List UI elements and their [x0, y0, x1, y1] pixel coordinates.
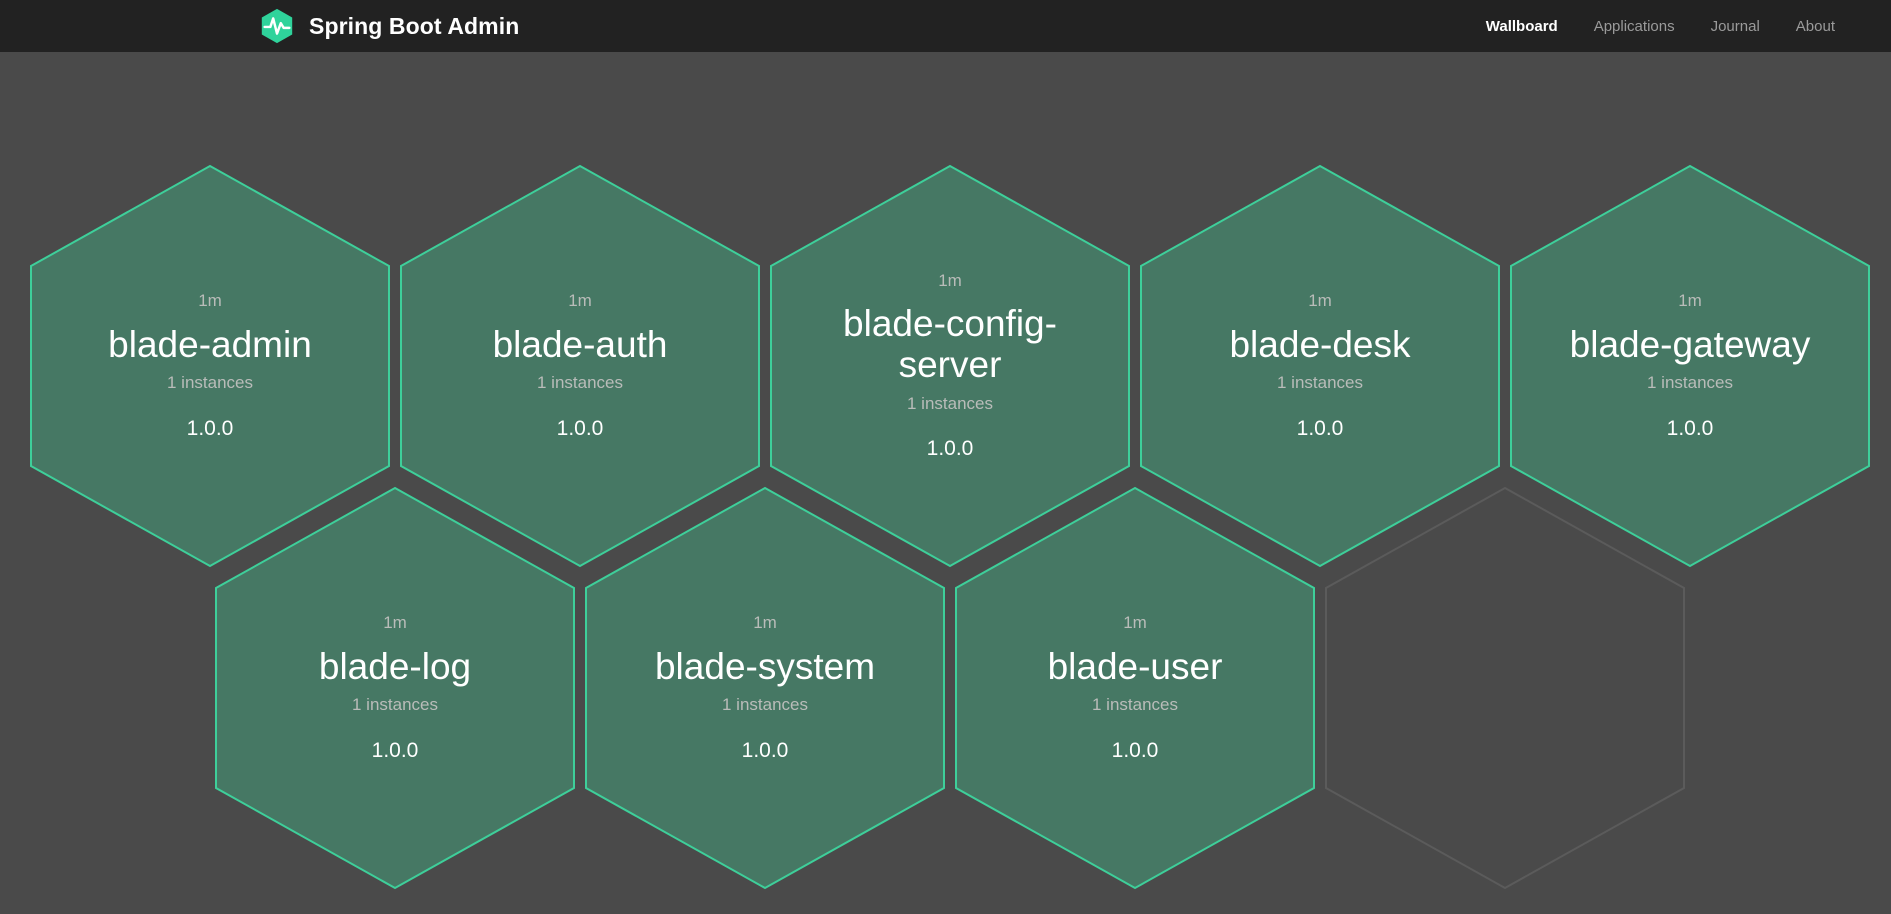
brand-link[interactable]: Spring Boot Admin — [258, 7, 519, 45]
empty-hexagon-placeholder — [1323, 486, 1687, 890]
hexagon-shape — [400, 164, 760, 568]
hexagon-shape — [955, 486, 1315, 890]
application-hexagon-blade-user[interactable]: 1m blade-user 1 instances 1.0.0 — [953, 486, 1317, 890]
hexagon-shape — [30, 164, 390, 568]
top-navbar: Spring Boot Admin Wallboard Applications… — [0, 0, 1891, 52]
nav-item-about[interactable]: About — [1795, 17, 1835, 35]
hexagon-shape — [1325, 486, 1685, 890]
nav-item-applications[interactable]: Applications — [1593, 17, 1675, 35]
hexagon-shape — [215, 486, 575, 890]
wallboard: 1m blade-admin 1 instances 1.0.0 1m blad… — [0, 52, 1891, 914]
hexagon-shape — [1510, 164, 1870, 568]
hexagon-shape — [770, 164, 1130, 568]
main-nav: Wallboard Applications Journal About — [1486, 18, 1851, 35]
nav-item-wallboard[interactable]: Wallboard — [1485, 17, 1558, 35]
hexagon-shape — [1140, 164, 1500, 568]
hexagon-shape — [585, 486, 945, 890]
brand-title: Spring Boot Admin — [309, 12, 520, 39]
heartbeat-hexagon-logo-icon — [258, 7, 296, 45]
nav-item-journal[interactable]: Journal — [1710, 17, 1760, 35]
hexagon-grid: 1m blade-admin 1 instances 1.0.0 1m blad… — [0, 52, 1891, 914]
application-hexagon-blade-system[interactable]: 1m blade-system 1 instances 1.0.0 — [583, 486, 947, 890]
application-hexagon-blade-log[interactable]: 1m blade-log 1 instances 1.0.0 — [213, 486, 577, 890]
